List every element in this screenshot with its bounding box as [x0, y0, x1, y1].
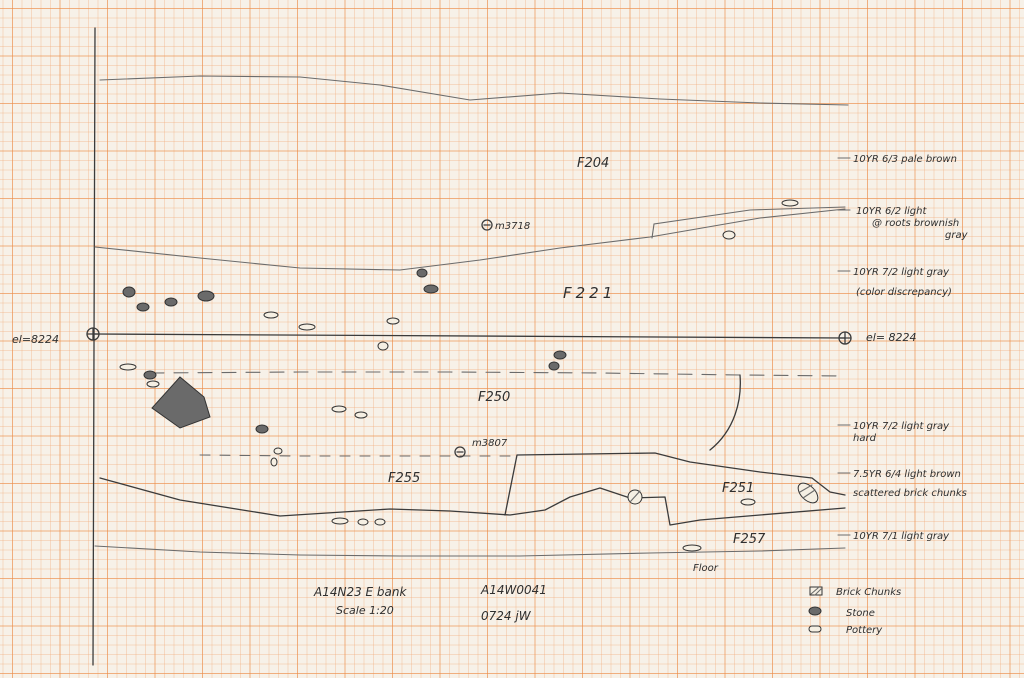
stone	[416, 268, 428, 278]
boundary-f250-right	[709, 374, 741, 451]
boundary-f255-lower	[99, 477, 846, 526]
datum-label-right: el= 8224	[866, 331, 917, 344]
layer-note-3a: 10YR 7/2 light gray	[853, 267, 950, 278]
point-label-m3718: m3718	[495, 221, 530, 232]
vertical-reference-line	[92, 27, 96, 666]
datum-label-left: el=8224	[12, 333, 59, 346]
pottery	[146, 380, 160, 388]
legend-pottery-symbol	[808, 625, 822, 633]
boundary-f221-f250	[149, 371, 846, 377]
boundary-f250-f255	[199, 454, 511, 457]
layer-note-6: 10YR 7/1 light gray	[853, 531, 950, 542]
pottery	[331, 517, 349, 525]
point-marker-m3718	[481, 219, 493, 231]
bottom-line	[94, 545, 846, 557]
pottery	[270, 457, 278, 467]
floor-label: Floor	[693, 563, 719, 574]
layer-note-5b: scattered brick chunks	[853, 488, 967, 499]
large-stone	[151, 376, 211, 429]
title-scale: Scale 1:20	[336, 604, 394, 617]
boundary-f204-f221	[94, 208, 846, 271]
layer-note-3b: (color discrepancy)	[856, 287, 952, 298]
legend-stone-symbol	[808, 606, 822, 616]
title-unit: A14N23 E bank	[313, 585, 408, 599]
stone	[143, 370, 157, 380]
feature-label-f250: F250	[478, 390, 510, 405]
stone	[136, 302, 150, 312]
pottery	[682, 544, 702, 552]
layer-note-2b: @ roots brownish	[872, 218, 959, 229]
legend-brick-label: Brick Chunks	[836, 587, 901, 598]
point-marker-m3807	[454, 446, 466, 458]
feature-label-f255: F255	[388, 471, 420, 486]
top-surface-line	[99, 75, 849, 106]
pottery	[740, 498, 756, 506]
pottery	[374, 518, 386, 526]
stone	[548, 361, 560, 371]
pottery	[357, 518, 369, 526]
stone	[423, 284, 439, 294]
stone	[122, 286, 136, 298]
feature-label-f251: F251	[722, 481, 754, 496]
title-date: 0724 jW	[481, 609, 532, 623]
datum-line	[94, 333, 846, 339]
pottery	[722, 230, 736, 240]
pottery	[273, 447, 283, 455]
feature-label-f204: F204	[577, 156, 609, 171]
pottery	[298, 323, 316, 331]
stone	[553, 350, 567, 360]
stone	[255, 424, 269, 434]
pottery	[331, 405, 347, 413]
feature-label-f257: F257	[733, 532, 766, 547]
legend-pottery-label: Pottery	[846, 625, 883, 636]
legend-stone-label: Stone	[846, 608, 875, 619]
layer-note-1: 10YR 6/3 pale brown	[853, 154, 957, 165]
cut-f251	[504, 452, 846, 516]
pottery	[119, 363, 137, 371]
layer-note-4b: hard	[853, 433, 877, 444]
pottery	[386, 317, 400, 325]
pottery	[354, 411, 368, 419]
pottery	[781, 199, 799, 207]
layer-note-2c: gray	[945, 230, 969, 241]
point-label-m3807: m3807	[472, 438, 508, 449]
pottery	[263, 311, 279, 319]
pottery	[377, 341, 389, 351]
stone	[164, 297, 178, 307]
stone	[197, 290, 215, 302]
layer-note-4a: 10YR 7/2 light gray	[853, 421, 950, 432]
layer-note-2a: 10YR 6/2 light	[856, 206, 927, 217]
feature-label-f221: F221	[563, 284, 616, 302]
brick-chunk	[797, 482, 819, 504]
boundary-upper-lens	[651, 206, 846, 239]
title-sheet: A14W0041	[480, 583, 547, 597]
legend-brick-symbol	[809, 586, 823, 596]
layer-note-5a: 7.5YR 6/4 light brown	[853, 469, 961, 480]
